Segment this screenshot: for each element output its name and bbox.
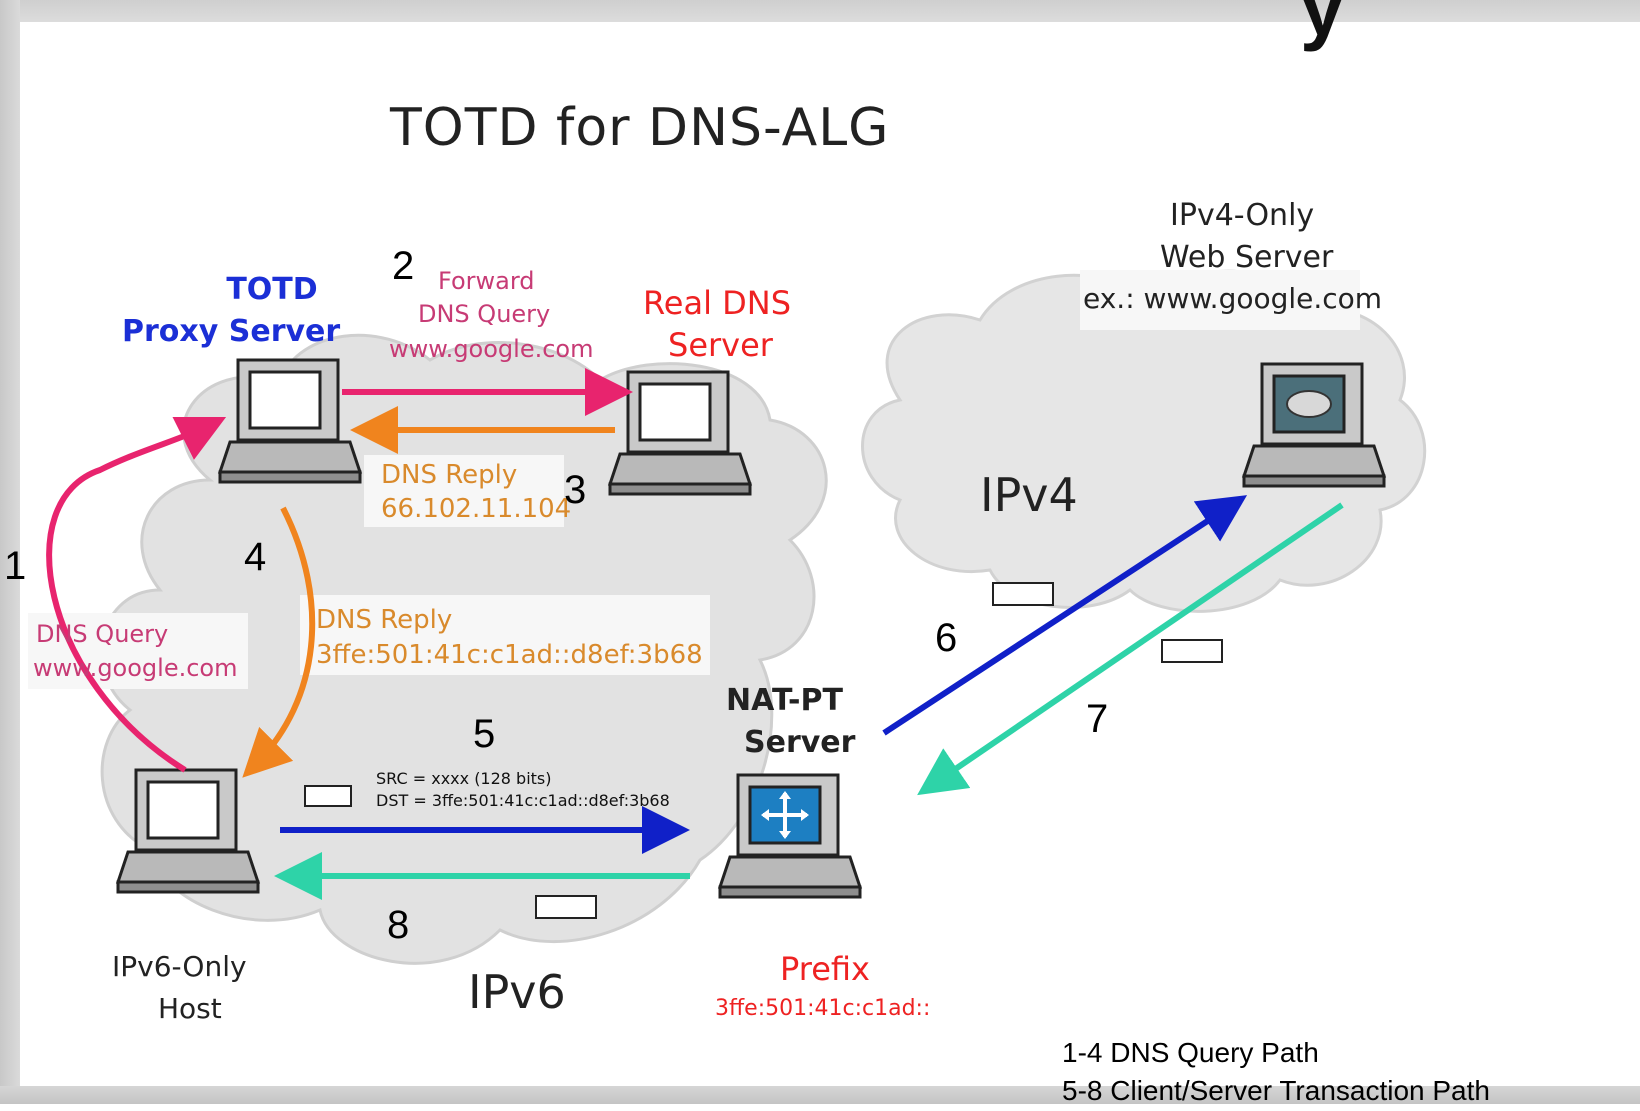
corner-title-fragment: y xyxy=(1300,0,1345,52)
prefix-label: Prefix xyxy=(780,950,870,988)
forward-query-line3: www.google.com xyxy=(389,335,594,363)
packet-src-label: SRC = xxxx (128 bits) xyxy=(376,769,552,788)
frame-left-border xyxy=(0,0,20,1104)
legend-transaction-path: 5-8 Client/Server Transaction Path xyxy=(1062,1075,1490,1106)
dns-reply-ipv6-line2: 3ffe:501:41c:c1ad::d8ef:3b68 xyxy=(316,640,703,670)
nat-pt-router-computer xyxy=(717,773,863,899)
nat-pt-label-1: NAT-PT xyxy=(726,683,843,718)
ipv6-host-label-1: IPv6-Only xyxy=(112,950,247,983)
ipv4-cloud xyxy=(861,269,1427,613)
dns-query-line1: DNS Query xyxy=(36,620,169,648)
arrow-step-7 xyxy=(917,502,1344,796)
totd-proxy-label-2: Proxy Server xyxy=(122,314,341,349)
totd-proxy-computer xyxy=(218,358,362,484)
step-number-5: 5 xyxy=(473,712,496,756)
packet-dst-label: DST = 3ffe:501:41c:c1ad::d8ef:3b68 xyxy=(376,791,670,810)
web-server-computer xyxy=(1241,362,1387,488)
dns-query-line2: www.google.com xyxy=(33,654,238,682)
step-number-2: 2 xyxy=(392,244,415,288)
dns-reply-ipv6-line1: DNS Reply xyxy=(316,605,453,635)
dns-reply-ipv4-line2: 66.102.11.104 xyxy=(381,494,572,524)
packet-box-8 xyxy=(535,895,597,919)
web-server-label-3: ex.: www.google.com xyxy=(1083,282,1383,315)
real-dns-label-1: Real DNS xyxy=(643,284,792,322)
ipv6-cloud-label: IPv6 xyxy=(468,965,566,1019)
step-number-1: 1 xyxy=(4,544,27,588)
packet-box-7 xyxy=(1161,639,1223,663)
arrow-step-4 xyxy=(242,506,316,778)
totd-proxy-label-1: TOTD xyxy=(226,272,318,307)
arrow-step-6 xyxy=(882,495,1248,736)
web-server-label-2: Web Server xyxy=(1160,240,1334,275)
dns-reply-ipv4-line1: DNS Reply xyxy=(381,460,518,490)
diagram-title: TOTD for DNS-ALG xyxy=(390,98,890,158)
step-number-8: 8 xyxy=(387,903,410,947)
nat-pt-label-2: Server xyxy=(744,725,856,760)
real-dns-label-2: Server xyxy=(668,326,773,364)
step-number-4: 4 xyxy=(244,535,267,579)
arrow-step-1 xyxy=(46,416,227,773)
ipv6-host-label-2: Host xyxy=(158,992,222,1025)
web-server-label-1: IPv4-Only xyxy=(1170,198,1315,233)
legend-dns-path: 1-4 DNS Query Path xyxy=(1062,1037,1319,1068)
frame-top-border xyxy=(0,0,1640,22)
forward-query-line1: Forward xyxy=(438,267,535,295)
ipv6-host-computer xyxy=(116,768,260,894)
step-number-6: 6 xyxy=(935,616,958,660)
step-number-7: 7 xyxy=(1086,697,1109,741)
real-dns-computer xyxy=(608,370,752,496)
prefix-value: 3ffe:501:41c:c1ad:: xyxy=(715,996,931,1021)
ipv4-cloud-label: IPv4 xyxy=(980,468,1078,522)
packet-box-6 xyxy=(992,582,1054,606)
frame-bottom-border xyxy=(0,1086,1640,1104)
packet-box-5 xyxy=(304,785,352,807)
step-number-3: 3 xyxy=(564,468,587,512)
forward-query-line2: DNS Query xyxy=(418,300,551,328)
